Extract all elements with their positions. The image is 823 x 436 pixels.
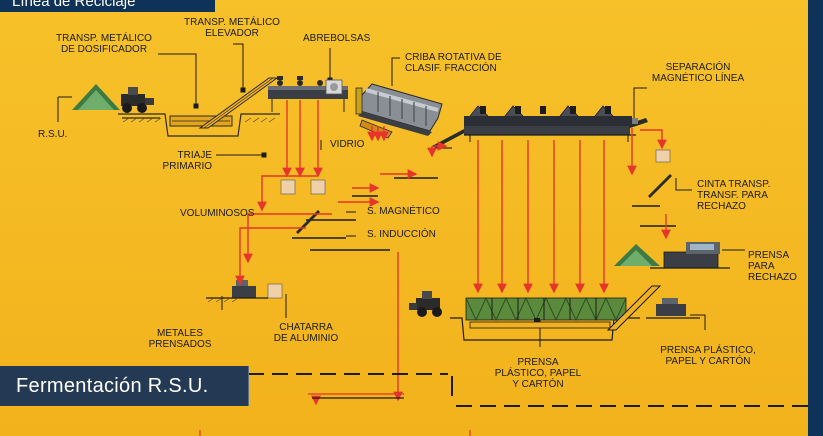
label-press-right: PRENSA PLÁSTICO, PAPEL Y CARTÓN: [660, 345, 756, 367]
label-press-center: PRENSA PLÁSTICO, PAPEL Y CARTÓN: [494, 357, 582, 390]
aluminium-container: [267, 283, 283, 299]
flow-lines: [199, 393, 471, 436]
rotary-screen: [355, 83, 443, 136]
magnetic-container: [655, 149, 671, 163]
loader-icon-2: [409, 291, 442, 317]
small-conveyors: [292, 177, 676, 251]
section-title: Fermentación R.S.U.: [16, 375, 209, 397]
label-glass: VIDRIO: [330, 139, 365, 150]
label-elevator-conveyor: TRANSP. METÁLICO ELEVADOR: [184, 17, 280, 39]
loader-icon: [121, 87, 154, 113]
primary-sorting-platform: [268, 76, 348, 112]
reject-press: [650, 242, 730, 269]
label-rsu: R.S.U.: [38, 129, 68, 140]
bulky-container-1: [280, 179, 296, 195]
label-dosing-conveyor: TRANSP. METÁLICO DE DOSIFICADOR: [56, 33, 152, 55]
label-pressed-metals: METALES PRENSADOS: [148, 328, 212, 350]
label-reject-conveyor: CINTA TRANSP. TRANSF. PARA RECHAZO: [697, 179, 771, 212]
plastic-press: [646, 298, 700, 319]
storage-bunkers: [450, 285, 662, 341]
magnetic-separator: [628, 118, 648, 128]
header-title: Línea de Reciclaje: [12, 0, 136, 10]
dosing-conveyor: [169, 115, 233, 127]
label-induction-s: S. INDUCCIÓN: [367, 229, 436, 240]
top-header: Línea de Reciclaje: [0, 0, 215, 12]
label-reject-press: PRENSA PARA RECHAZO: [748, 250, 797, 283]
label-aluminium-scrap: CHATARRA DE ALUMINIO: [273, 322, 339, 344]
section-title-box: Fermentación R.S.U.: [0, 366, 249, 406]
label-magnetic-s: S. MAGNÉTICO: [367, 206, 440, 217]
ground-line: [118, 113, 280, 137]
label-magnetic-line: SEPARACIÓN MAGNÉTICO LÍNEA: [651, 62, 745, 84]
right-border: [808, 0, 823, 436]
section-divider: [248, 373, 808, 407]
label-bag-opener: ABREBOLSAS: [303, 33, 371, 44]
flow-arrows: [235, 100, 671, 406]
label-primary-sorting: TRIAJE PRIMARIO: [162, 150, 212, 172]
label-rotary-screen: CRIBA ROTATIVA DE CLASIF. FRACCIÓN: [405, 52, 502, 74]
label-bulky: VOLUMINOSOS: [180, 208, 255, 219]
bulky-container-2: [310, 179, 326, 195]
sorting-cabins: [464, 105, 636, 142]
bag-opener: [325, 79, 343, 95]
